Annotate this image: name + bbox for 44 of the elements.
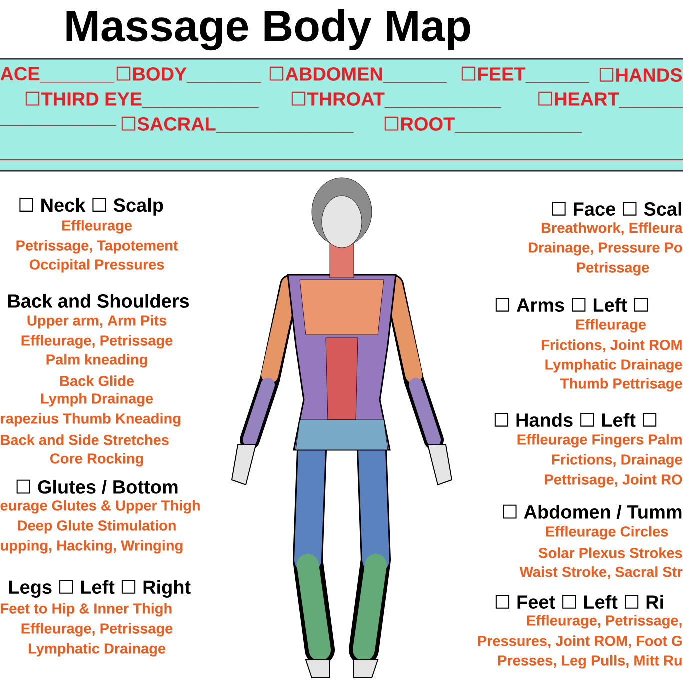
technique-text: Core Rocking bbox=[50, 453, 144, 467]
section-heading: ☐ Feet ☐ Left ☐ Ri bbox=[496, 594, 664, 610]
section-heading: ☐ Hands ☐ Left ☐ bbox=[494, 412, 657, 428]
technique-text: Palm kneading bbox=[46, 354, 148, 368]
technique-text: Effleurage Circles bbox=[546, 526, 668, 540]
section-heading: ☐ Face ☐ Scal bbox=[552, 202, 682, 216]
technique-text: Presses, Leg Pulls, Mitt Ru bbox=[498, 655, 682, 669]
section-heading: Back and Shoulders bbox=[8, 294, 190, 308]
technique-text: Pressures, Joint ROM, Foot G bbox=[478, 636, 682, 648]
technique-text: Effleurage, Petrissage bbox=[22, 623, 173, 637]
technique-text: Solar Plexus Strokes bbox=[538, 548, 682, 558]
title: Massage Body Map bbox=[66, 9, 470, 51]
technique-text: Waist Stroke, Sacral Str bbox=[520, 566, 683, 580]
technique-text: Feet to Hip & Inner Thigh bbox=[1, 603, 172, 617]
technique-text: Upper arm, Arm Pits bbox=[28, 315, 166, 329]
technique-text: Lymph Drainage bbox=[41, 393, 154, 407]
technique-text: Back Glide bbox=[60, 376, 134, 386]
technique-text: eurage Glutes & Upper Thigh bbox=[0, 500, 200, 514]
technique-text: Deep Glute Stimulation bbox=[18, 520, 176, 534]
technique-text: Effleurage, Petrissage, bbox=[527, 615, 682, 629]
technique-text: Drainage, Pressure Po bbox=[529, 242, 682, 256]
technique-text: Effleurage bbox=[62, 220, 132, 234]
technique-text: upping, Hacking, Wringing bbox=[1, 540, 183, 554]
section-heading: ☐ Arms ☐ Left ☐ bbox=[496, 298, 648, 312]
technique-text: Breathwork, Effleura bbox=[542, 222, 683, 236]
technique-text: Petrissage, Tapotement bbox=[16, 240, 178, 254]
section-heading: Legs ☐ Left ☐ Right bbox=[9, 580, 191, 598]
technique-text: Petrissage bbox=[577, 262, 650, 276]
technique-text: Frictions, Joint ROM bbox=[542, 340, 682, 352]
technique-text: Effleurage, Petrissage bbox=[22, 335, 173, 349]
technique-text: Pettrisage, Joint RO bbox=[545, 474, 682, 488]
technique-text: Lymphatic Drainage bbox=[546, 359, 682, 373]
technique-text: Frictions, Drainage bbox=[552, 454, 682, 468]
section-heading: ☐ Abdomen / Tumm bbox=[503, 504, 682, 520]
technique-text: rapezius Thumb Kneading bbox=[1, 413, 180, 427]
technique-text: Effleurage Fingers Palm bbox=[518, 434, 682, 448]
section-heading: ☐ Neck ☐ Scalp bbox=[20, 198, 164, 216]
section-heading: ☐ Glutes / Bottom bbox=[16, 480, 178, 494]
chakra-checklist-panel: ACE_______☐BODY_______ ☐ABDOMEN______ ☐FEET______ ☐HANDS ☐THIRD EYE___________ ☐THROAT___________ ☐HEART______ ___________ ☐SACRAL_____________ ☐ROOT____________ bbox=[0, 58, 683, 172]
technique-text: Effleurage bbox=[576, 319, 646, 333]
technique-text: Back and Side Stretches bbox=[1, 434, 169, 446]
technique-text: Lymphatic Drainage bbox=[28, 643, 166, 657]
technique-text: Thumb Pettrisage bbox=[560, 378, 682, 392]
technique-text: Occipital Pressures bbox=[30, 259, 164, 273]
